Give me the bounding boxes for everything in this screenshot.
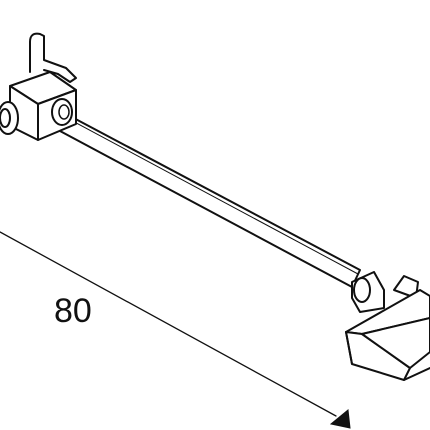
rod (59, 114, 361, 288)
left-mount-bracket (0, 32, 77, 141)
dimension-arrowhead (329, 409, 351, 429)
right-lamp-head (345, 271, 430, 381)
dimension-label: 80 (54, 292, 92, 330)
dimension-line (0, 231, 337, 417)
